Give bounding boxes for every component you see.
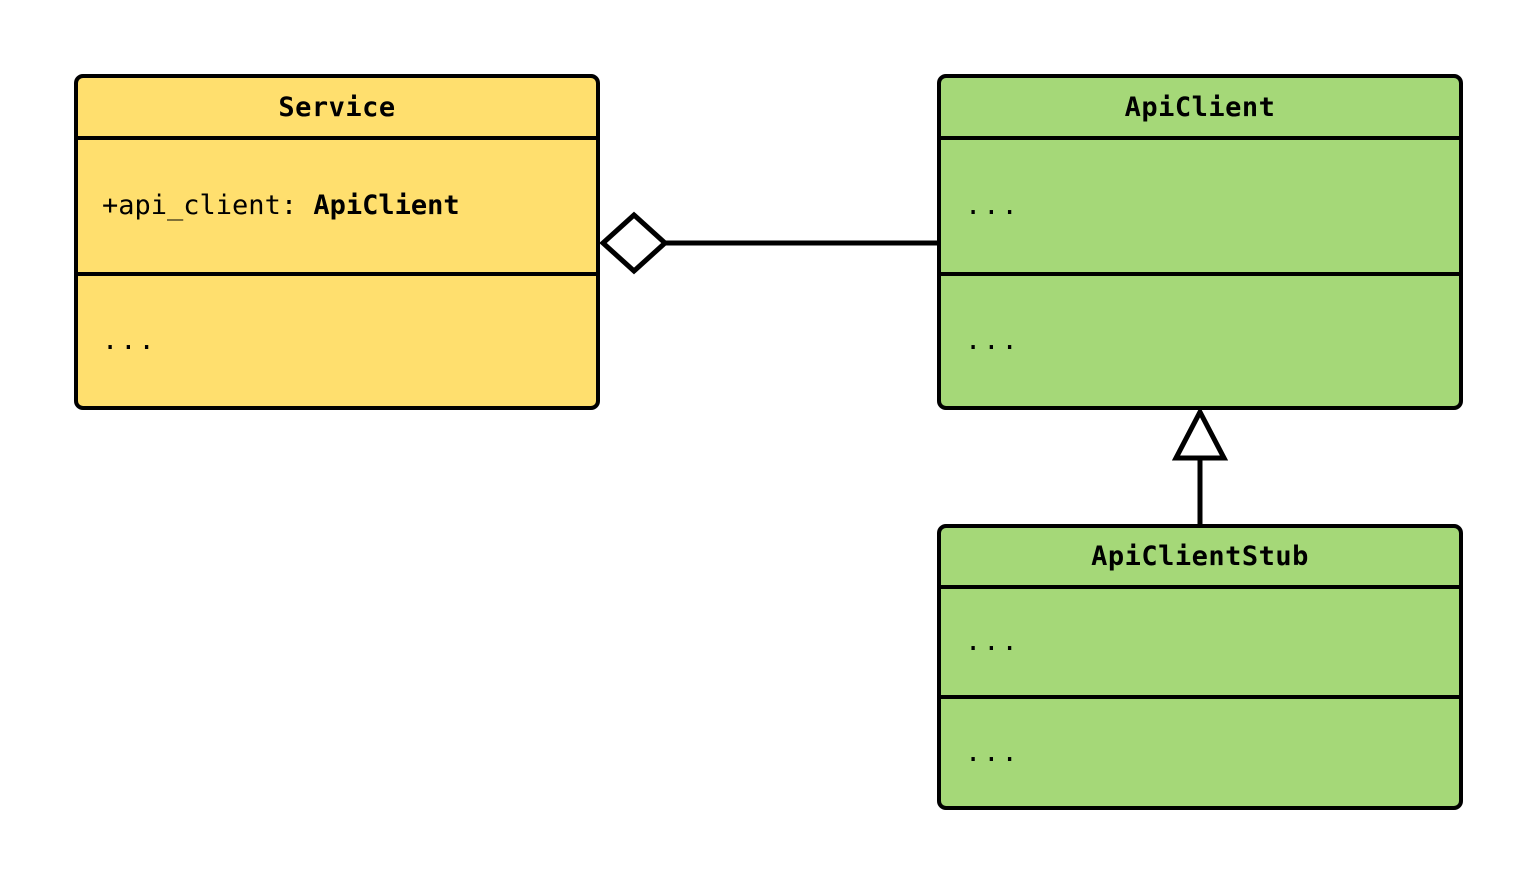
attributes-ellipsis: ... bbox=[965, 190, 1020, 222]
attributes-ellipsis: ... bbox=[965, 626, 1020, 658]
operations-ellipsis: ... bbox=[965, 325, 1020, 357]
uml-class-apiclient[interactable]: ApiClient ... ... bbox=[937, 74, 1463, 410]
relationship-aggregation-service-apiclient[interactable] bbox=[599, 211, 937, 275]
class-attributes-apiclientstub: ... bbox=[941, 585, 1459, 694]
hollow-diamond-icon bbox=[599, 211, 669, 275]
relationship-generalization-apiclientstub-apiclient[interactable] bbox=[1171, 406, 1229, 524]
operations-ellipsis: ... bbox=[965, 736, 1020, 768]
attribute-separator: : bbox=[280, 190, 314, 222]
class-operations-service: ... bbox=[78, 271, 596, 406]
class-title-apiclientstub: ApiClientStub bbox=[1091, 541, 1309, 573]
uml-class-apiclientstub[interactable]: ApiClientStub ... ... bbox=[937, 524, 1463, 810]
attribute-visibility: + bbox=[102, 190, 119, 222]
attribute-type: ApiClient bbox=[313, 190, 460, 222]
attribute-name-and-separator: api_client bbox=[118, 190, 281, 222]
operations-ellipsis: ... bbox=[102, 325, 157, 357]
class-attributes-service: +api_client: ApiClient bbox=[78, 136, 596, 271]
class-title-service: Service bbox=[278, 91, 396, 123]
class-title-apiclient: ApiClient bbox=[1124, 91, 1276, 123]
hollow-triangle-icon bbox=[1171, 406, 1229, 461]
class-operations-apiclient: ... bbox=[941, 271, 1459, 406]
uml-class-service[interactable]: Service +api_client: ApiClient ... bbox=[74, 74, 600, 410]
class-operations-apiclientstub: ... bbox=[941, 694, 1459, 806]
class-attributes-apiclient: ... bbox=[941, 136, 1459, 271]
attribute-row: +api_client: ApiClient bbox=[102, 190, 460, 221]
